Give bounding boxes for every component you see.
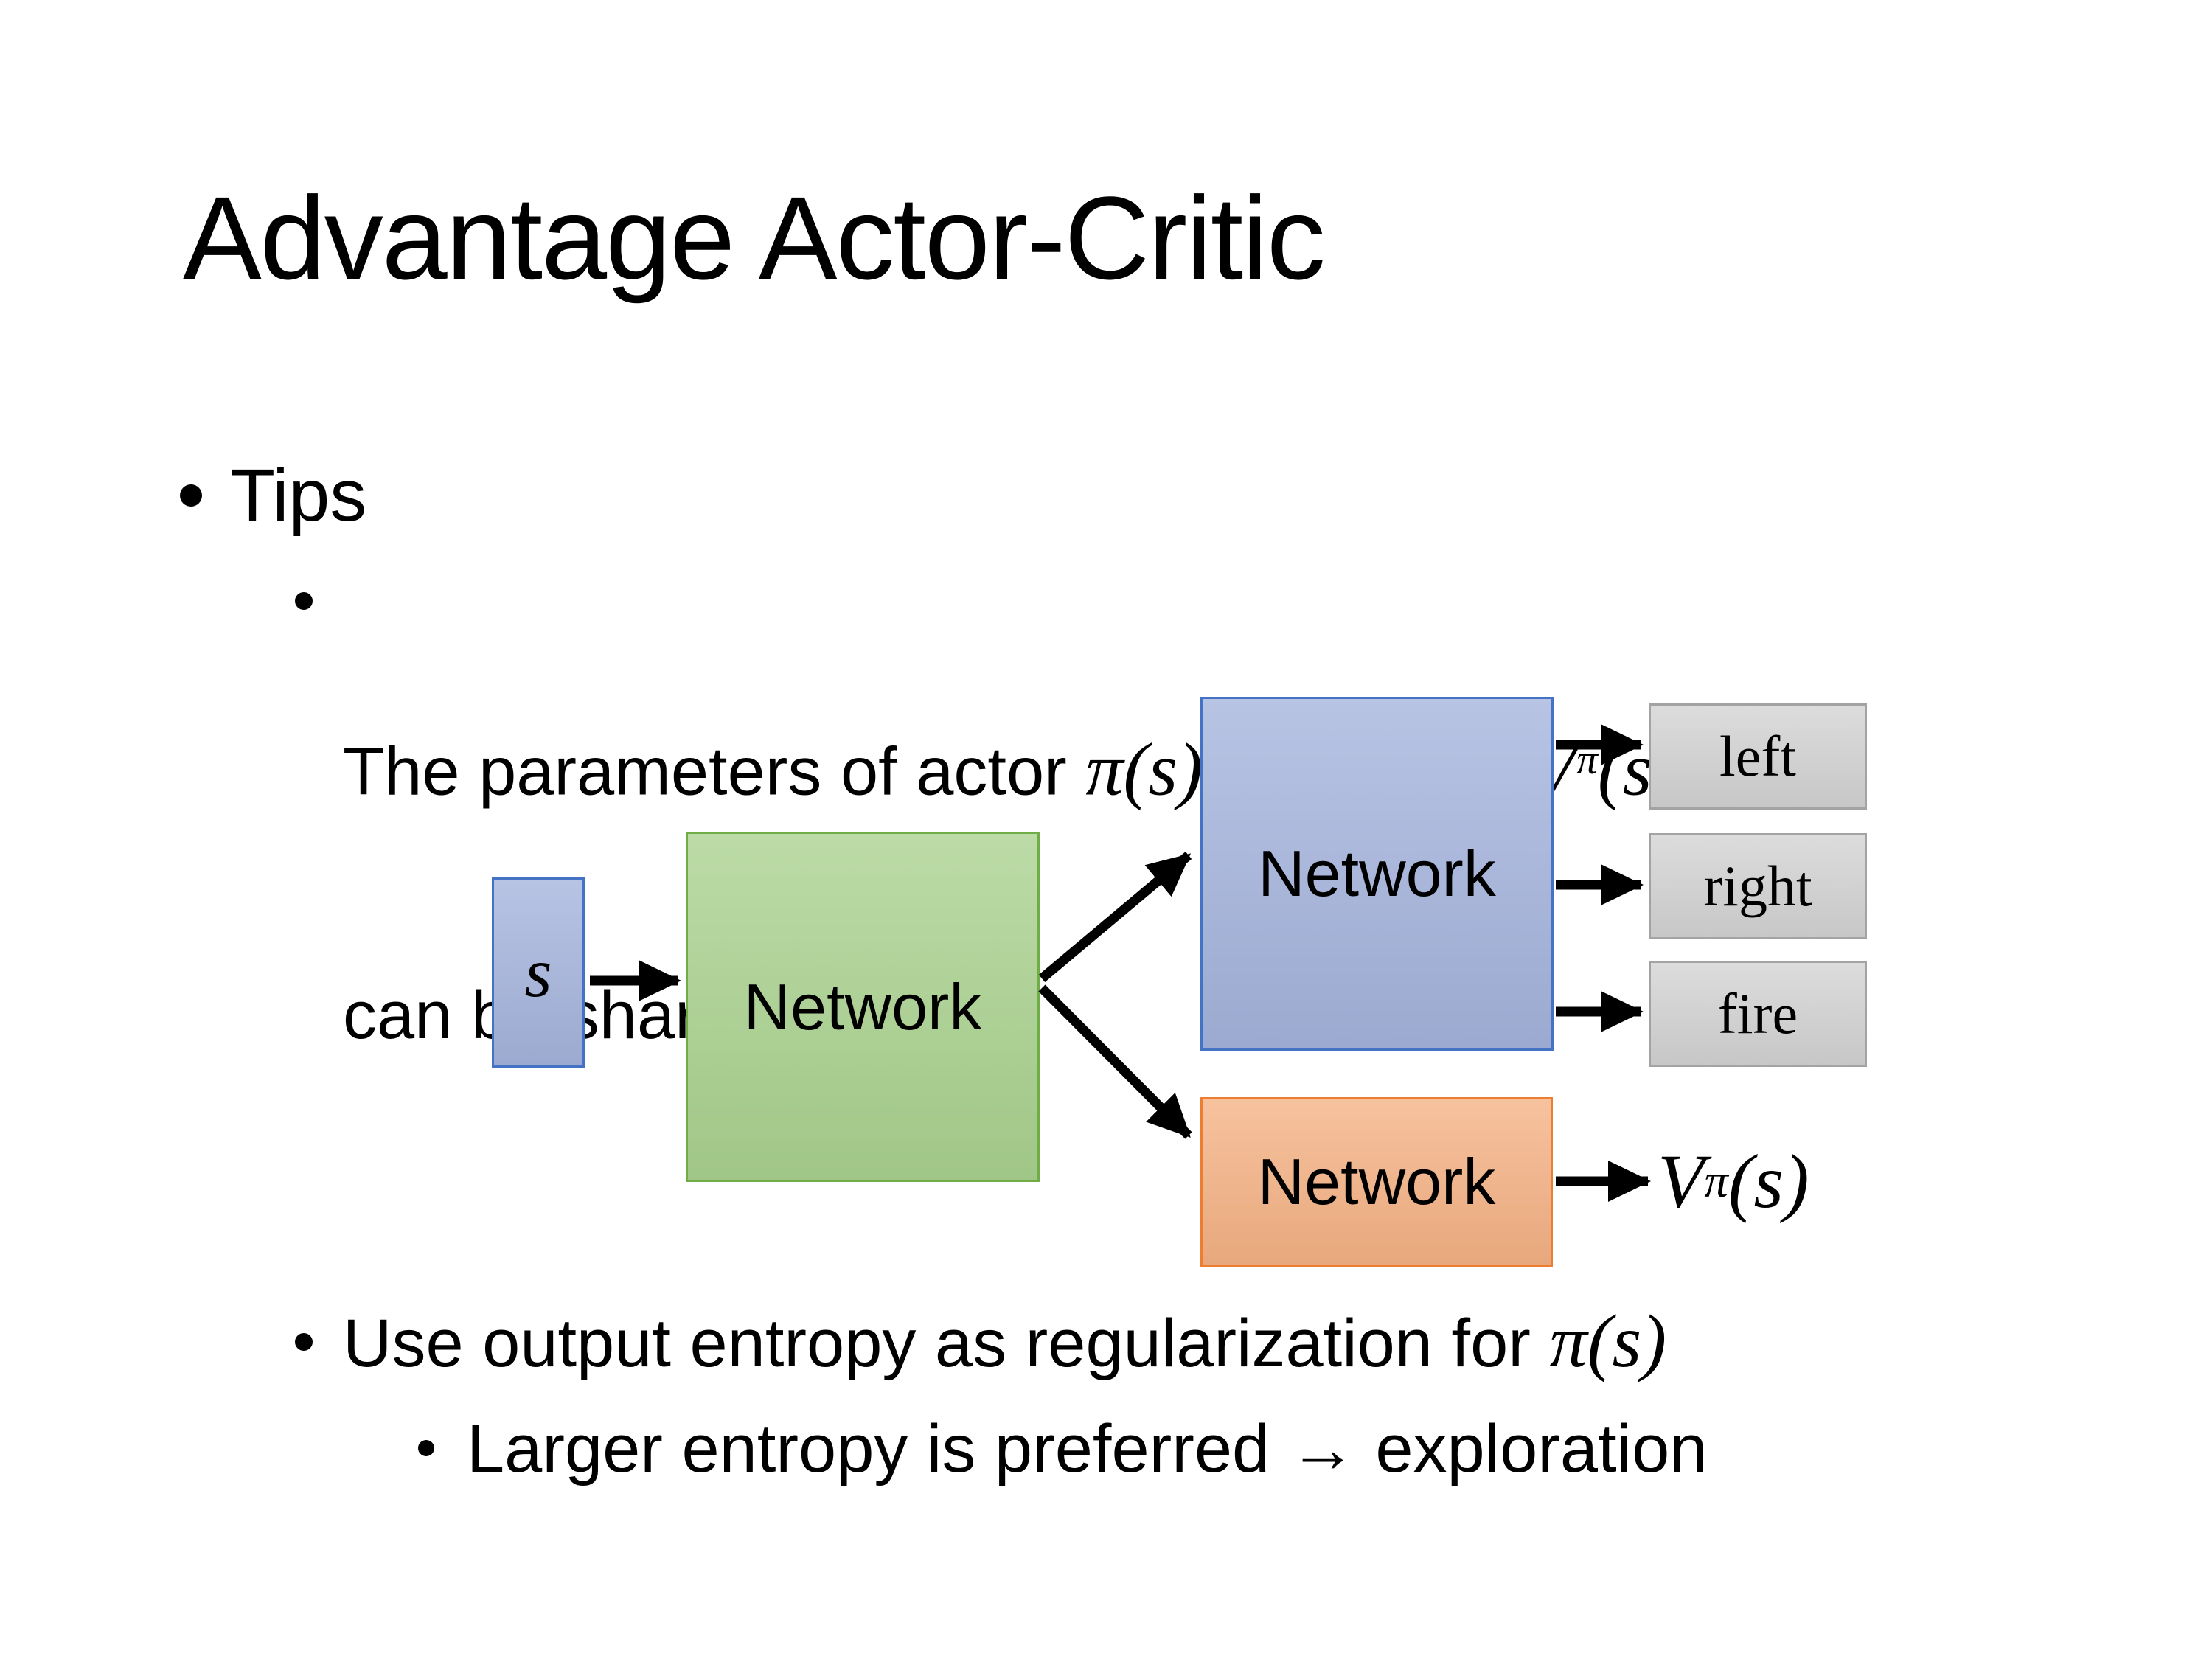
bullet-icon <box>180 484 202 507</box>
bullet-entropy-text: Use output entropy as regularization for <box>343 1306 1550 1381</box>
bullet-parameters-text1: The parameters of actor <box>343 734 1086 810</box>
math-v-sup: π <box>1704 1155 1728 1207</box>
bullet-icon <box>295 1333 313 1351</box>
bullet-larger-entropy: Larger entropy is preferred → exploratio… <box>467 1411 1708 1486</box>
math-v-base: V <box>1658 1138 1705 1224</box>
action-box-fire: fire <box>1649 961 1867 1067</box>
state-input-box: s <box>492 877 585 1068</box>
shared-network-box: Network <box>686 832 1040 1182</box>
action-box-right: right <box>1649 833 1867 939</box>
arrow-shared-to-critic <box>1038 984 1192 1139</box>
bullet-entropy-regularization: Use output entropy as regularization for… <box>343 1301 1666 1384</box>
action-box-left: left <box>1649 703 1867 810</box>
actor-network-box: Network <box>1200 697 1554 1051</box>
math-pi-s: π(s) <box>1549 1300 1667 1383</box>
bullet-tips: Tips <box>230 454 367 537</box>
critic-network-box: Network <box>1200 1097 1553 1267</box>
math-pi-s: π(s) <box>1085 728 1203 812</box>
math-v-args: (s) <box>1728 1138 1809 1224</box>
arrow-shared-to-actor <box>1038 852 1192 982</box>
bullet-icon <box>295 592 313 610</box>
bullet-icon <box>418 1440 434 1456</box>
slide-title: Advantage Actor-Critic <box>183 172 1326 304</box>
